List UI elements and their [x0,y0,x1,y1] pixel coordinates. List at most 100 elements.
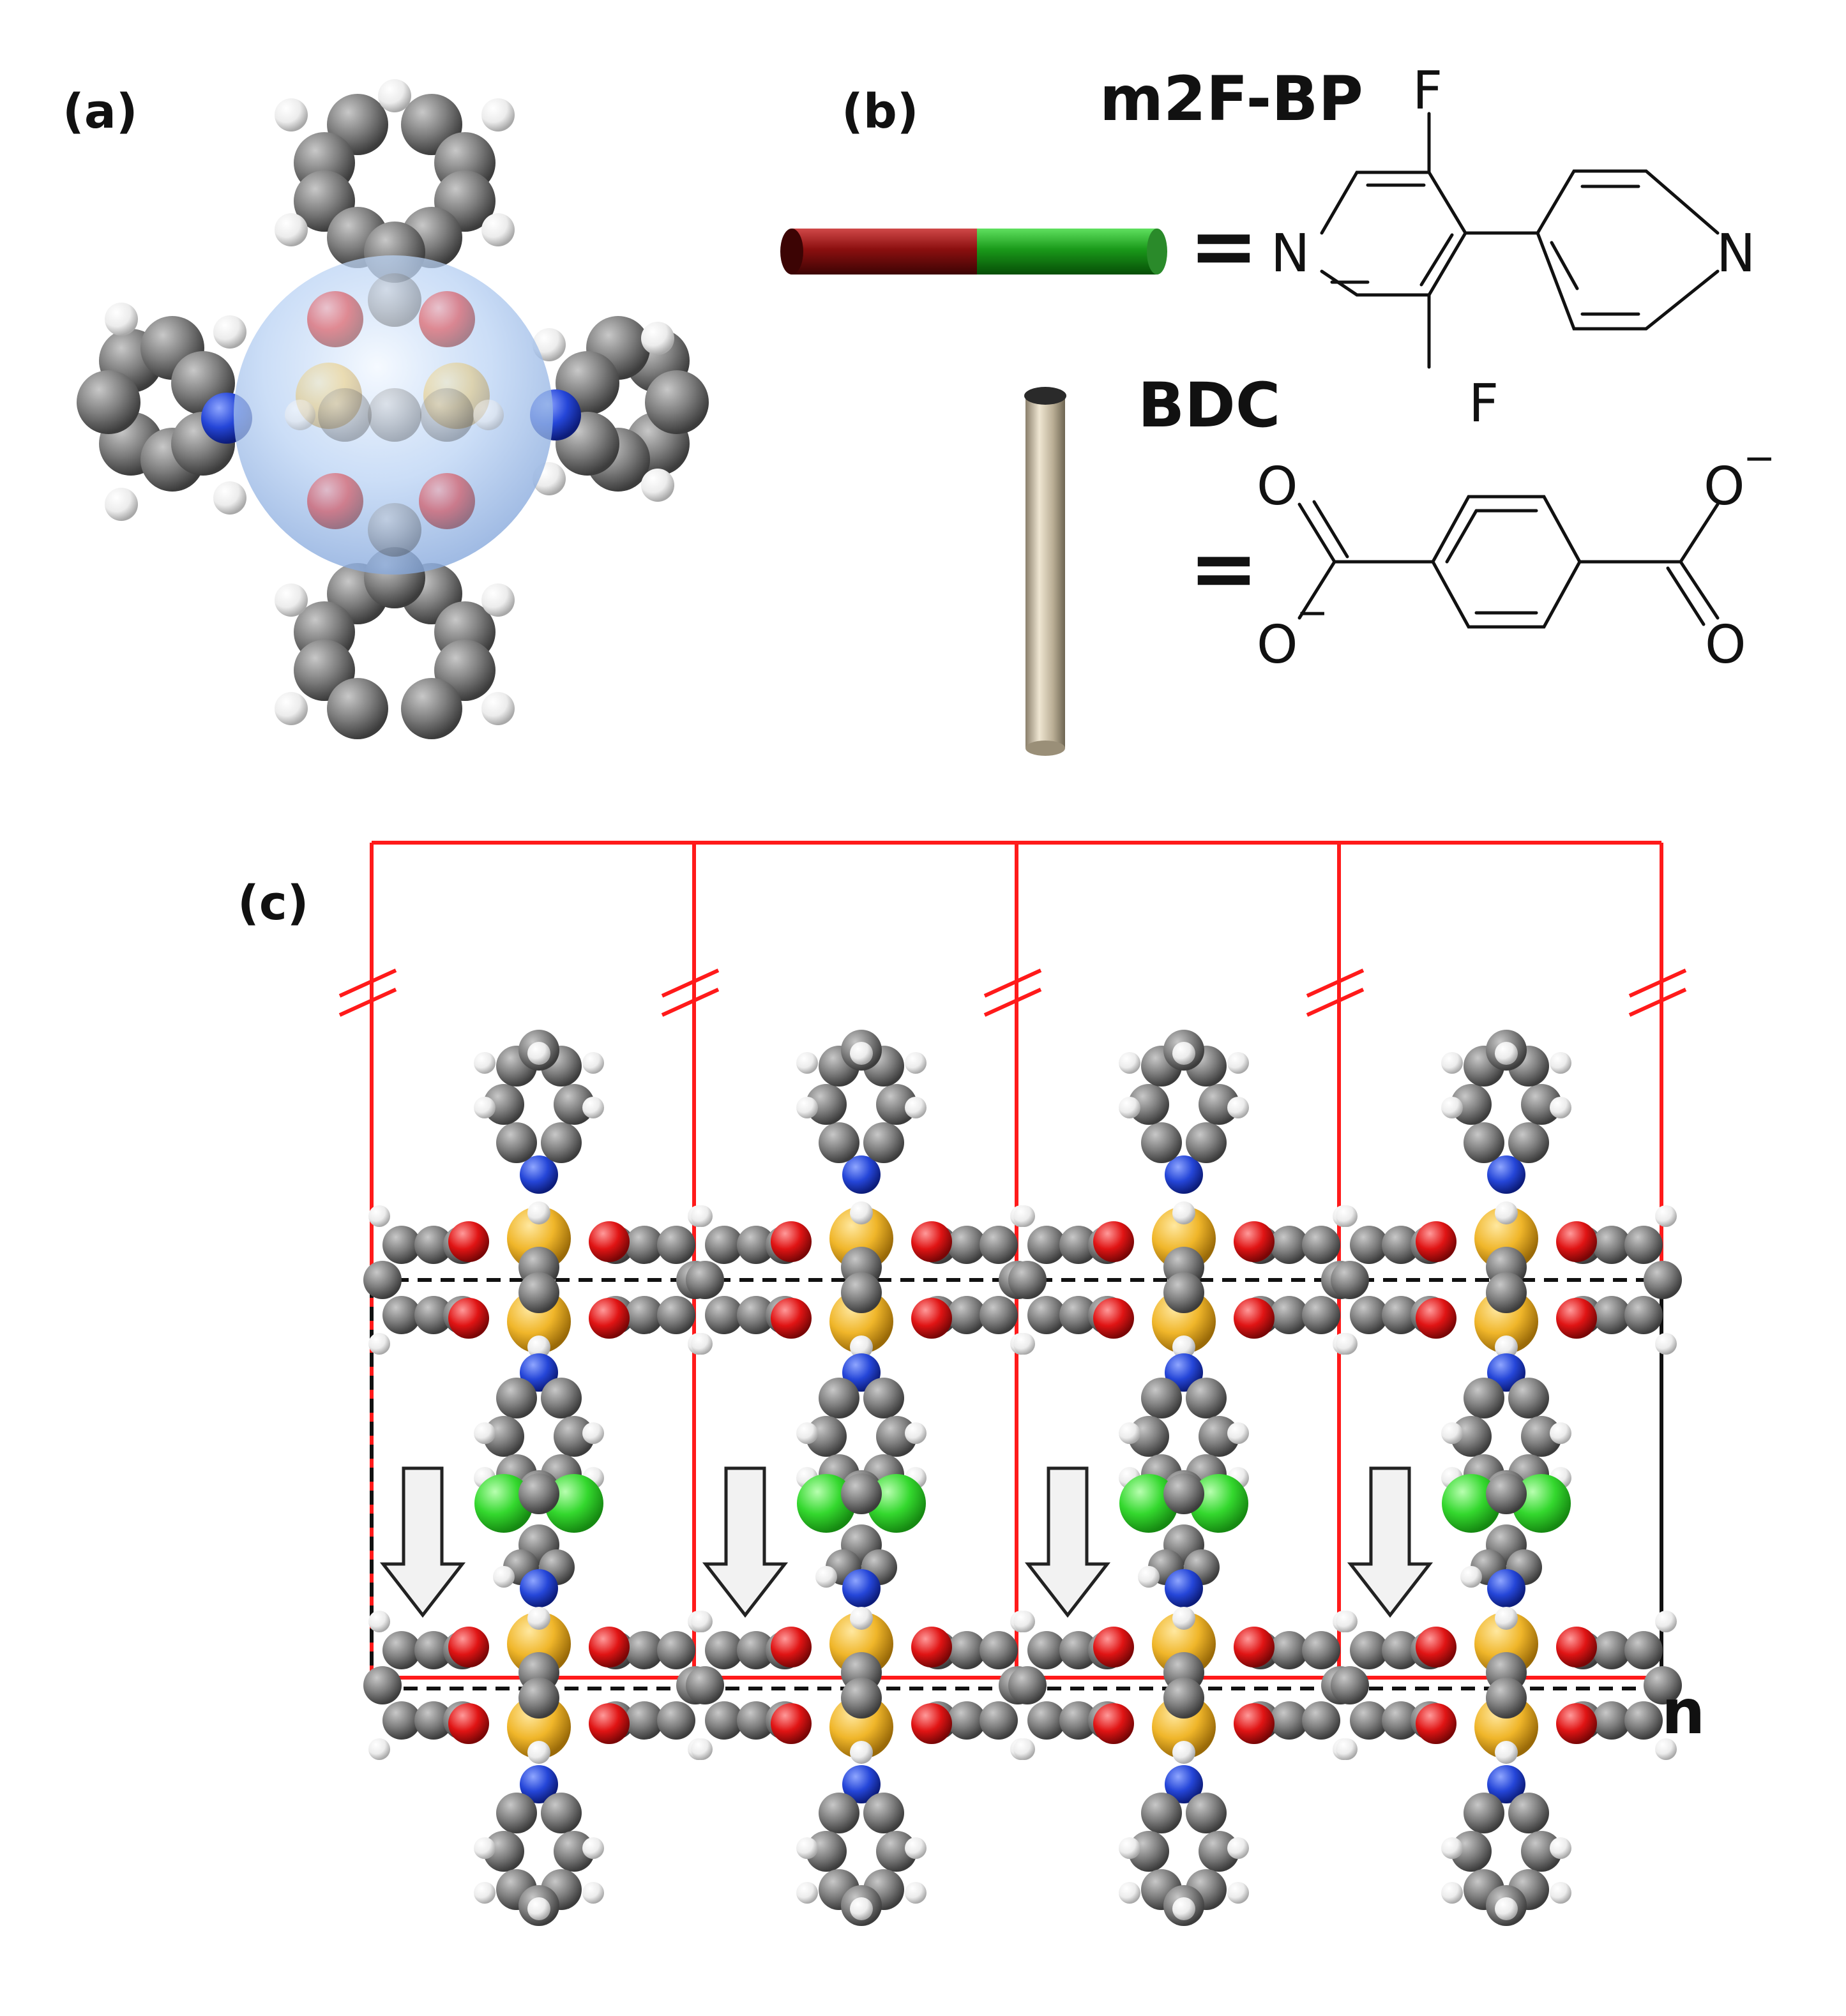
carbon-atom [1186,1793,1227,1833]
fluorine-atom [1442,1474,1501,1533]
metal-atom [507,1207,571,1270]
atom-f-bottom: F [1469,373,1499,434]
carbon-atom [806,1416,847,1457]
carbon-atom [541,1378,582,1418]
carbon-atom [705,1226,743,1264]
carbon-atom [1186,1378,1227,1418]
carbon-atom [541,1122,582,1163]
axis-break-mark [1628,968,1687,998]
hydrogen-atom [1441,1052,1463,1074]
carbon-atom [1331,1666,1369,1704]
oxygen-atom [1556,1703,1597,1744]
hydrogen-atom [796,1422,818,1444]
carbon-atom [1128,1831,1169,1872]
metal-atom [1152,1612,1216,1676]
carbon-atom [1199,1831,1239,1872]
carbon-atom [1464,1378,1504,1418]
nitrogen-atom [1165,1155,1203,1194]
carbon-atom [1059,1296,1098,1334]
carbon-atom [876,1084,917,1125]
carbon-atom [496,1378,537,1418]
hydrogen-atom [1495,1897,1518,1920]
hydrogen-atom [641,469,674,502]
hydrogen-atom [1550,1097,1571,1118]
oxygen-atom [771,1703,812,1744]
hydrogen-atom [850,1741,873,1764]
carbon-atom [1163,1272,1204,1313]
oxygen-atom [448,1298,489,1339]
oxygen-atom [1556,1627,1597,1667]
metal-atom [1474,1290,1538,1353]
hydrogen-atom [1172,1897,1195,1920]
hydrogen-atom [582,1097,604,1118]
carbon-atom [1624,1226,1663,1264]
carbon-atom [1521,1084,1562,1125]
dipole-arrow-icon [1347,1466,1434,1618]
carbon-atom [819,1378,859,1418]
carbon-atom [806,1831,847,1872]
carbon-atom [625,1226,663,1264]
oxygen-atom [1416,1221,1456,1262]
fluorine-atom [1119,1474,1178,1533]
axis-break-mark [338,988,397,1017]
carbon-atom [414,1296,453,1334]
carbon-atom [554,1831,594,1872]
hydrogen-atom [527,1741,550,1764]
carbon-atom [554,1084,594,1125]
carbon-atom [318,388,372,442]
carbon-atom [1486,1678,1527,1719]
carbon-atom [518,1473,559,1514]
hydrogen-atom [905,1837,927,1859]
carbon-atom [1163,1678,1204,1719]
hydrogen-atom [105,488,138,521]
hydrogen-atom [691,1738,713,1760]
hydrogen-atom [850,1335,873,1358]
nitrogen-atom [520,1765,558,1803]
hydrogen-atom [474,1837,496,1859]
nitrogen-atom [1165,1353,1203,1392]
hydrogen-atom [1336,1333,1358,1355]
oxygen-atom [307,291,363,347]
hydrogen-atom [474,1422,496,1444]
oxygen-atom [911,1703,952,1744]
carbon-atom [1350,1226,1388,1264]
carbon-atom [1451,1084,1492,1125]
hydrogen-atom [527,1201,550,1224]
metal-atom [507,1695,571,1759]
carbon-atom [1451,1831,1492,1872]
carbon-atom [1486,1272,1527,1313]
carbon-atom [980,1631,1018,1669]
carbon-atom [1163,1473,1204,1514]
oxygen-atom [911,1298,952,1339]
carbon-atom [483,1831,524,1872]
carbon-atom [1270,1631,1308,1669]
hydrogen-atom [1227,1052,1249,1074]
carbon-atom [1508,1793,1549,1833]
nitrogen-atom [1487,1353,1525,1392]
oxygen-atom [589,1627,630,1667]
carbon-atom [1521,1831,1562,1872]
carbon-atom [1350,1701,1388,1740]
carbon-atom [705,1296,743,1334]
carbon-atom [420,388,474,442]
carbon-atom [876,1416,917,1457]
oxygen-atom [1234,1221,1275,1262]
equals-sign-m2f-bp: = [1189,197,1259,294]
charge-minus-bottom-left: − [1296,591,1328,635]
atom-o-top-left: O [1257,456,1298,517]
hydrogen-atom [481,583,515,617]
carbon-atom [1624,1631,1663,1669]
fluorine-atom [1512,1474,1571,1533]
nitrogen-atom [842,1353,881,1392]
carbon-atom [1593,1226,1631,1264]
ligand-name-bdc: BDC [1138,370,1280,441]
hydrogen-atom [582,1837,604,1859]
atom-n-right: N [1716,223,1755,284]
hydrogen-atom [1441,1837,1463,1859]
fluorine-atom [797,1474,856,1533]
carbon-atom [1331,1261,1369,1299]
oxygen-atom [419,473,475,529]
hydrogen-atom [582,1882,604,1904]
carbon-atom [1199,1084,1239,1125]
